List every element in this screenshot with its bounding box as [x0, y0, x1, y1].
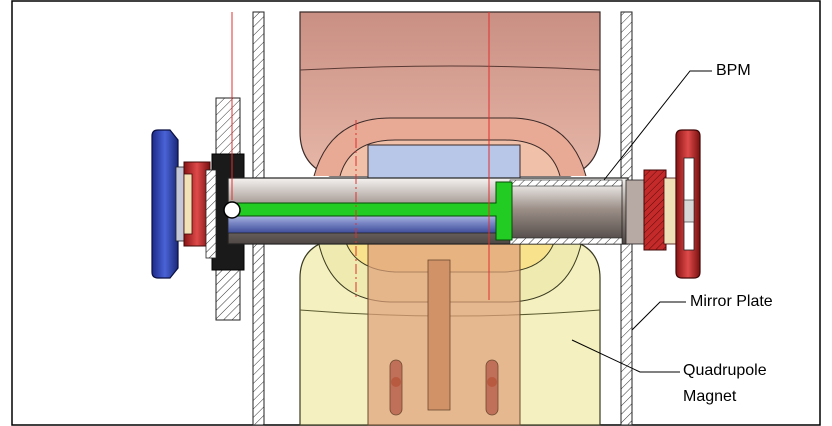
flange-left-blue — [151, 129, 185, 279]
flange-right-red — [625, 129, 701, 279]
bpm-label: BPM — [716, 62, 751, 79]
leader-mirror-plate — [631, 301, 686, 331]
leader-lines — [571, 70, 712, 373]
mirror-plate-label: Mirror Plate — [690, 293, 773, 310]
quadrupole-label-line1: Quadrupole — [683, 362, 767, 379]
quadrupole-magnet-lower — [299, 239, 601, 426]
beam-reference-lines — [231, 12, 490, 300]
leader-quadrupole — [571, 339, 680, 373]
bpm-electrode — [223, 181, 513, 241]
leader-bpm — [603, 70, 712, 181]
quadrupole-label-line2: Magnet — [683, 388, 737, 405]
quadrupole-magnet-upper — [299, 11, 601, 179]
